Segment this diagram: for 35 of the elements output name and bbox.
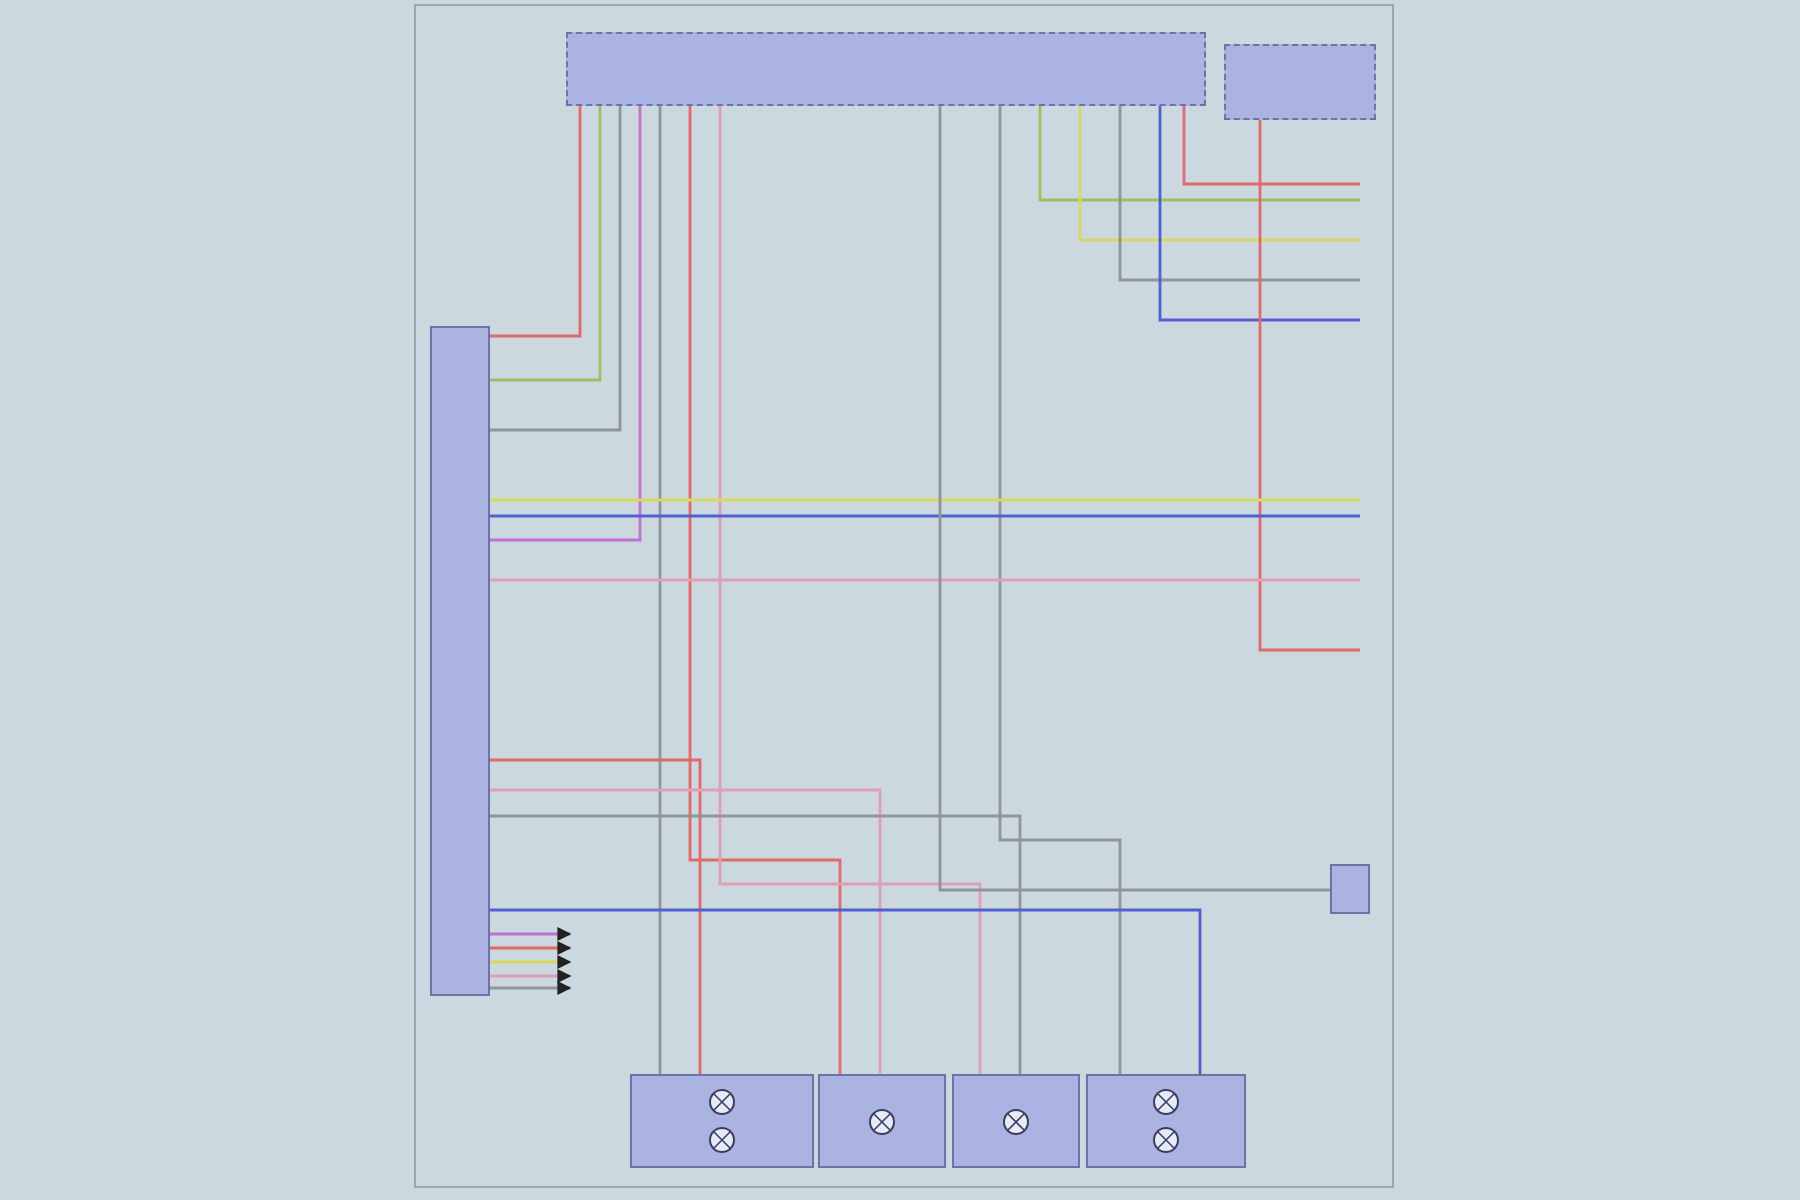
wire: [938, 106, 1330, 892]
wire: [1158, 106, 1360, 322]
wire: [490, 981, 572, 995]
wire: [490, 941, 572, 955]
wire: [718, 106, 982, 1074]
wire: [490, 498, 1360, 502]
wire: [1258, 120, 1360, 652]
wire: [490, 908, 1202, 1074]
wire: [490, 106, 602, 382]
wire: [490, 758, 702, 1074]
module-box: [1224, 44, 1376, 120]
wire: [490, 955, 572, 969]
module-box: [430, 326, 490, 996]
wire: [658, 106, 662, 1074]
wire: [1118, 106, 1360, 282]
wire: [998, 106, 1122, 1074]
lamp-housing: [818, 1074, 946, 1168]
wire: [1038, 106, 1360, 202]
wire: [490, 814, 1022, 1074]
lamp-housing: [1086, 1074, 1246, 1168]
module-box: [1330, 864, 1370, 914]
wire: [490, 106, 622, 432]
wire: [490, 578, 1360, 582]
wire: [1182, 106, 1360, 186]
lamp-housing: [952, 1074, 1080, 1168]
wire: [490, 969, 572, 983]
wire: [490, 106, 642, 542]
lamp-housing: [630, 1074, 814, 1168]
wire: [688, 106, 842, 1074]
wire: [490, 514, 1360, 518]
wire: [490, 788, 882, 1074]
wire: [490, 106, 582, 338]
wire: [490, 927, 572, 941]
module-box: [566, 32, 1206, 106]
wire: [1078, 106, 1360, 242]
